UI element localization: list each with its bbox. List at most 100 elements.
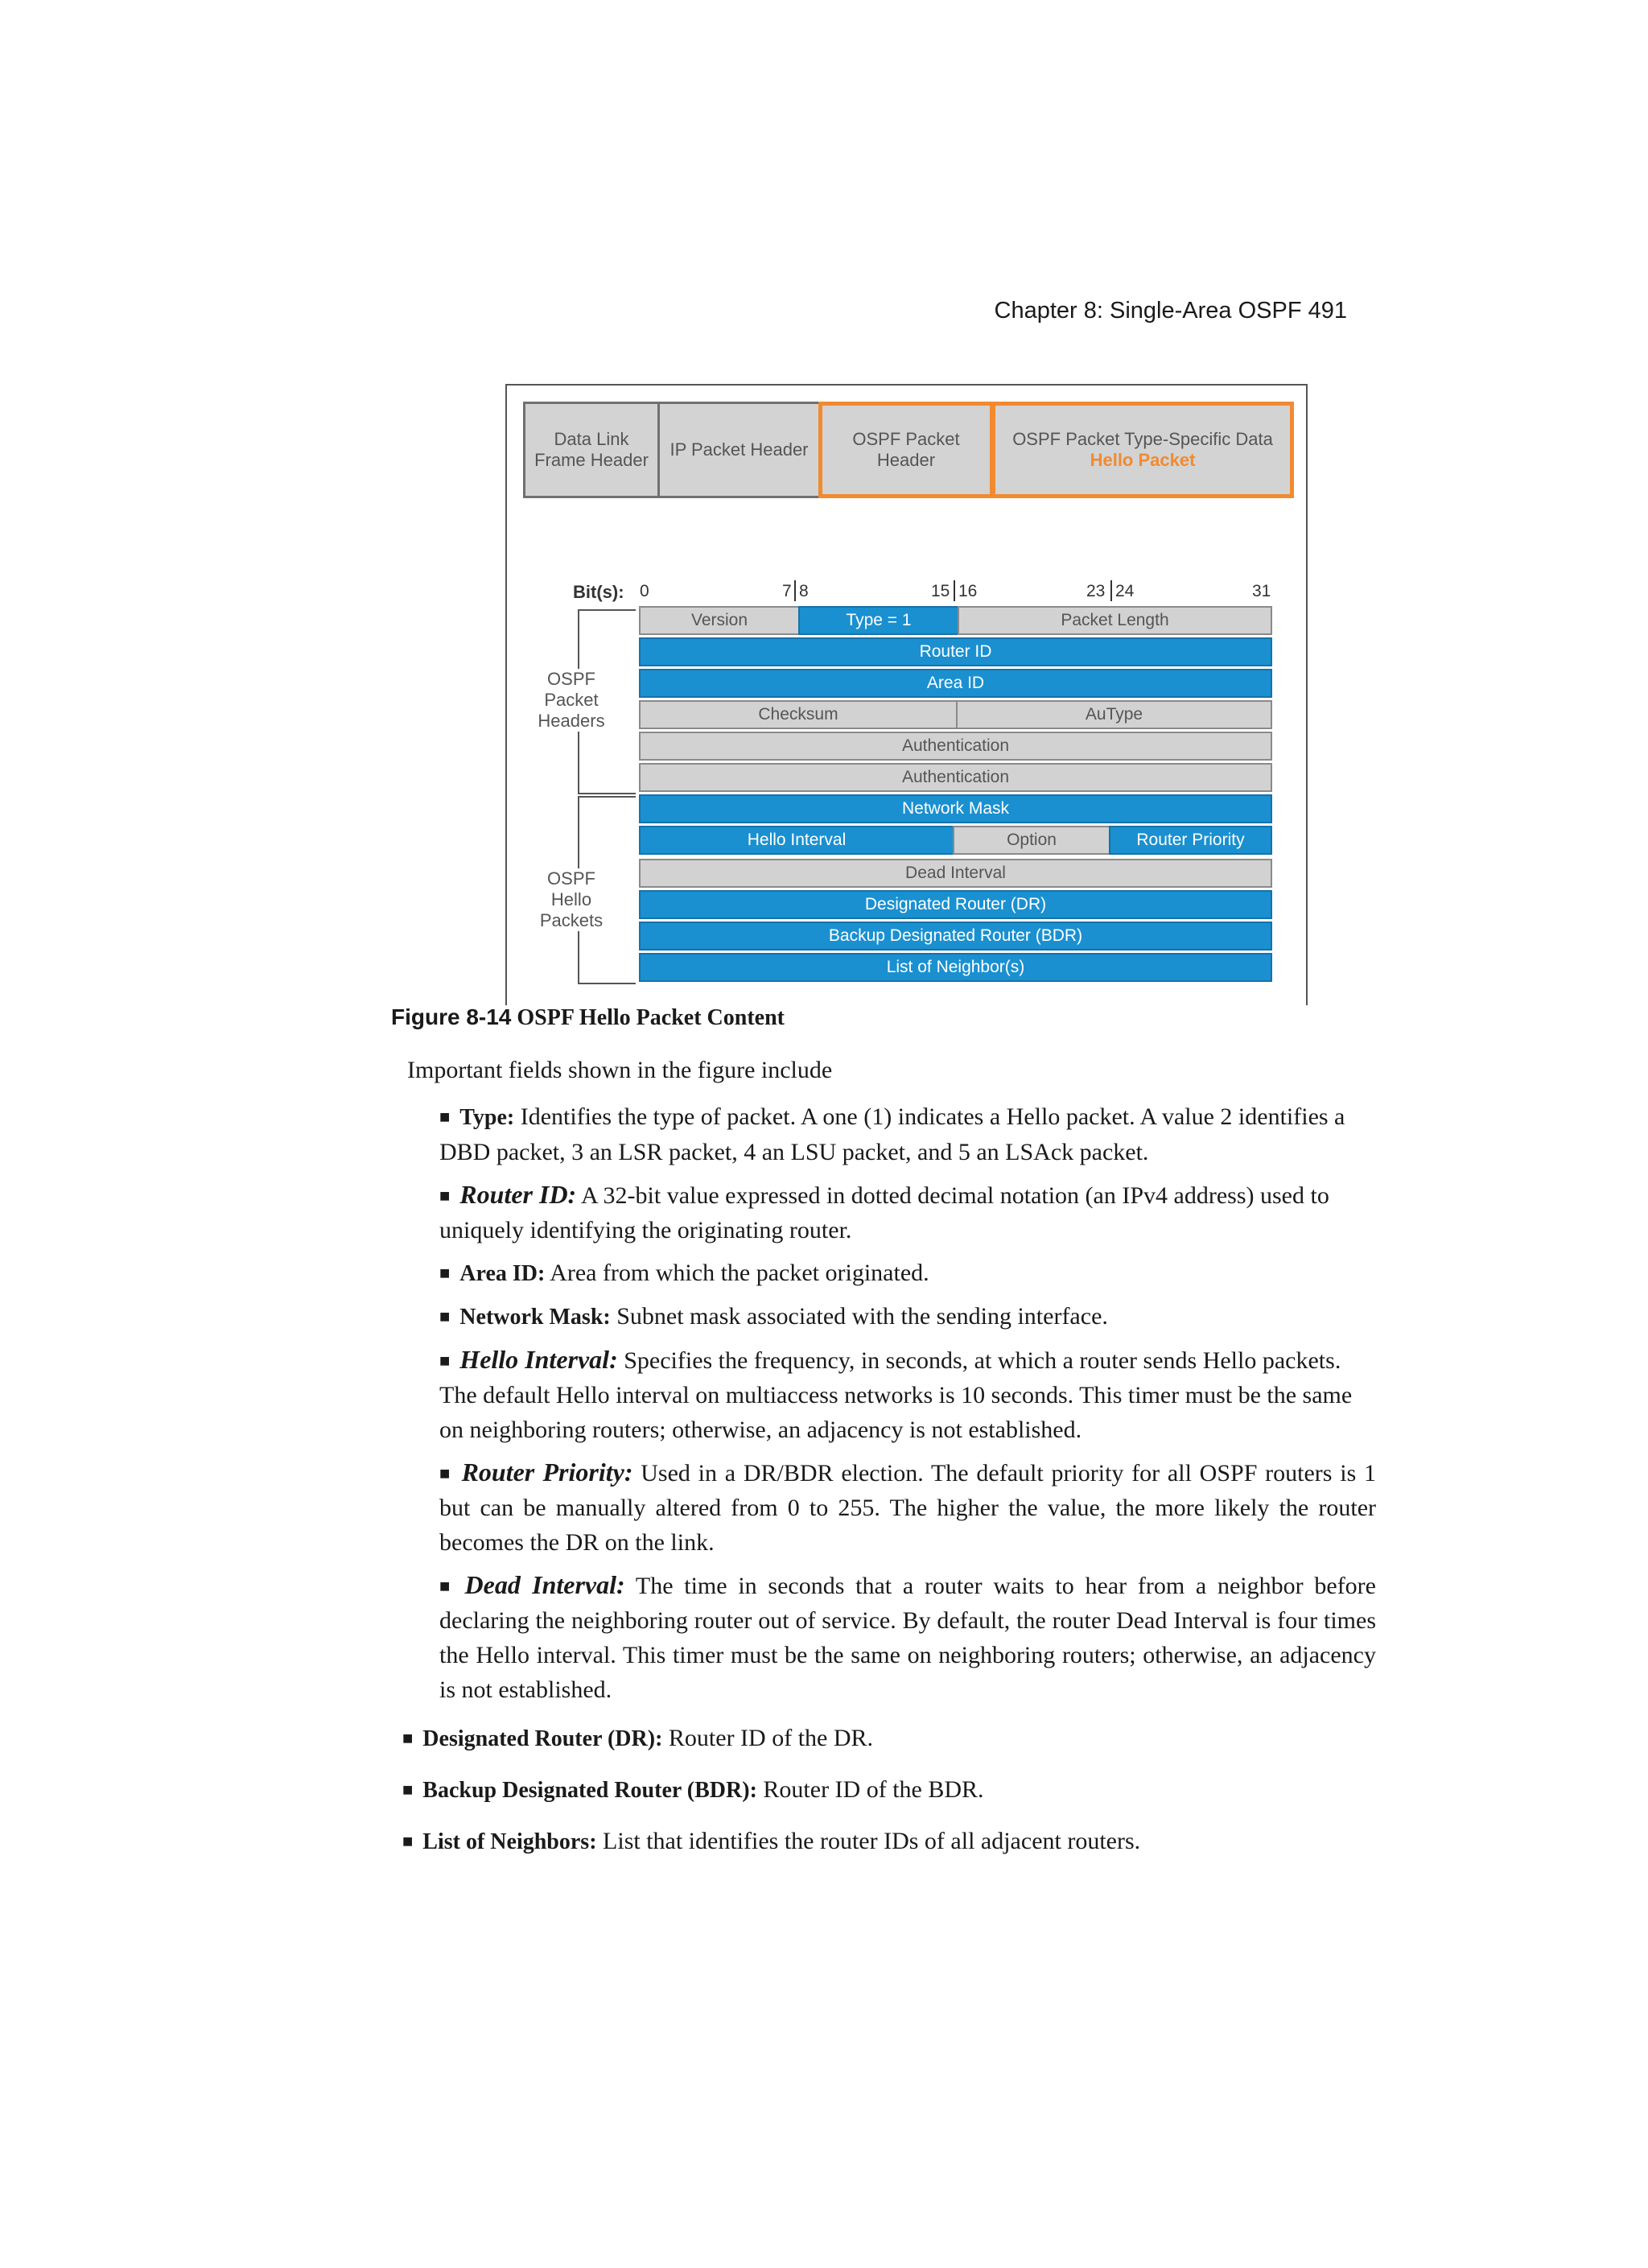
bit-mark: 24 [1115, 582, 1135, 600]
encap-ospf-type-data: OSPF Packet Type-Specific Data Hello Pac… [991, 402, 1294, 498]
outer-field-label: Designated Router (DR): [422, 1726, 663, 1751]
outer-field-text: List that identifies the router IDs of a… [596, 1828, 1141, 1854]
encap-label: Frame Header [534, 450, 649, 470]
bit-divider [794, 580, 796, 601]
bullet-icon: ■ [439, 1306, 451, 1326]
bits-label: Bit(s): [573, 582, 624, 602]
bullet-icon: ■ [439, 1107, 451, 1127]
packet-field: Area ID [639, 669, 1272, 698]
encap-sublabel: Hello Packet [1090, 450, 1196, 470]
field-item-label: Router ID: [459, 1180, 577, 1209]
packet-field: Router ID [639, 637, 1272, 666]
packet-row: Authentication [639, 732, 1272, 761]
bit-mark: 16 [958, 582, 978, 600]
field-item-label: Network Mask: [459, 1305, 611, 1330]
encap-label: Data Link [554, 429, 629, 449]
field-item-label: Dead Interval: [464, 1570, 625, 1599]
packet-field: Authentication [639, 763, 1272, 792]
packet-field: Authentication [639, 732, 1272, 761]
outer-field-label: Backup Designated Router (BDR): [422, 1778, 757, 1803]
encap-label: OSPF Packet Type-Specific Data [1012, 429, 1273, 449]
packet-row: Authentication [639, 763, 1272, 792]
outer-field-text: Router ID of the DR. [662, 1725, 874, 1751]
figure-title: OSPF Hello Packet Content [517, 1005, 785, 1030]
field-item: ■ Type: Identifies the type of packet. A … [439, 1099, 1376, 1169]
bracket-label-hello: OSPF Hello Packets [525, 868, 618, 931]
encap-ospf-header: OSPF Packet Header [818, 402, 994, 498]
encap-ip-header: IP Packet Header [657, 402, 821, 498]
field-item: ■ Network Mask: Subnet mask associated wi… [439, 1299, 1376, 1334]
bullet-icon: ■ [402, 1728, 414, 1748]
bracket-label-headers: OSPF Packet Headers [531, 669, 612, 732]
bit-mark: 23 [1086, 582, 1106, 600]
intro-text: Important fields shown in the figure inc… [407, 1057, 833, 1083]
packet-field: Network Mask [639, 794, 1272, 823]
field-item: ■ Router ID: A 32-bit value expressed in … [439, 1177, 1376, 1247]
packet-field: Router Priority [1109, 826, 1272, 855]
packet-field: Option [953, 826, 1110, 855]
bit-mark: 31 [1252, 582, 1271, 600]
packet-row: Network Mask [639, 794, 1272, 823]
encap-label: Header [876, 450, 936, 470]
bit-mark: 0 [640, 582, 649, 600]
field-item-label: Type: [459, 1105, 515, 1130]
field-item-text: The time in seconds that a router waits … [439, 1573, 1376, 1703]
packet-field: Backup Designated Router (BDR) [639, 922, 1272, 950]
packet-row: Area ID [639, 669, 1272, 698]
field-item: ■ Router Priority: Used in a DR/BDR elect… [439, 1455, 1376, 1560]
bit-divider [954, 580, 955, 601]
field-item-label: Router Priority: [461, 1458, 633, 1487]
packet-row: Router ID [639, 637, 1272, 666]
field-item-text: Specifies the frequency, in seconds, at … [439, 1347, 1353, 1443]
field-item-text: Identifies the type of packet. A one (1)… [439, 1103, 1345, 1165]
field-item-text: Used in a DR/BDR election. The default p… [439, 1460, 1377, 1556]
outer-field-item: ■ Designated Router (DR): Router ID of th… [402, 1725, 1368, 1752]
packet-field: Designated Router (DR) [639, 890, 1272, 919]
field-item: ■ Hello Interval: Specifies the frequency… [439, 1342, 1376, 1447]
packet-row: Designated Router (DR) [639, 890, 1272, 919]
field-item-text: Area from which the packet originated. [545, 1260, 929, 1286]
encapsulation-bar: Data Link Frame Header IP Packet Header … [523, 402, 1294, 498]
bullet-icon: ■ [439, 1576, 455, 1596]
packet-row: Backup Designated Router (BDR) [639, 922, 1272, 950]
packet-field: Dead Interval [639, 859, 1272, 888]
field-item-label: Hello Interval: [459, 1345, 618, 1374]
field-list: ■ Type: Identifies the type of packet. A … [439, 1099, 1376, 1715]
bullet-icon: ■ [439, 1263, 451, 1283]
packet-field: Checksum [639, 700, 958, 729]
field-item: ■ Area ID: Area from which the packet ori… [439, 1256, 1376, 1291]
outer-field-item: ■ Backup Designated Router (BDR): Router … [402, 1776, 1368, 1804]
ospf-hello-figure: Data Link Frame Header IP Packet Header … [505, 384, 1308, 1005]
running-head: Chapter 8: Single-Area OSPF 491 [994, 298, 1347, 324]
bullet-icon: ■ [402, 1831, 414, 1851]
bit-divider [1110, 580, 1112, 601]
packet-field: List of Neighbor(s) [639, 953, 1272, 982]
packet-field: Version [639, 606, 800, 635]
bullet-icon: ■ [439, 1463, 452, 1483]
packet-row: List of Neighbor(s) [639, 953, 1272, 982]
encap-label: OSPF Packet [852, 429, 960, 449]
outer-field-item: ■ List of Neighbors: List that identifies… [402, 1828, 1368, 1855]
outer-field-text: Router ID of the BDR. [756, 1776, 984, 1803]
packet-field: Packet Length [958, 606, 1272, 635]
bullet-icon: ■ [439, 1350, 451, 1371]
field-item-label: Area ID: [459, 1261, 546, 1286]
figure-number: Figure 8-14 [391, 1004, 512, 1029]
bit-mark: 8 [799, 582, 809, 600]
field-item: ■ Dead Interval: The time in seconds that… [439, 1568, 1376, 1707]
encap-data-link: Data Link Frame Header [523, 402, 660, 498]
packet-field: Type = 1 [798, 606, 959, 635]
bit-mark: 7 [782, 582, 792, 600]
field-item-text: Subnet mask associated with the sending … [610, 1303, 1108, 1330]
outer-field-label: List of Neighbors: [422, 1829, 597, 1854]
packet-field: Hello Interval [639, 826, 954, 855]
bullet-icon: ■ [402, 1779, 414, 1800]
encap-label: IP Packet Header [670, 439, 809, 460]
field-item-text: A 32-bit value expressed in dotted decim… [439, 1182, 1329, 1243]
bullet-icon: ■ [439, 1186, 451, 1206]
packet-row: Dead Interval [639, 859, 1272, 888]
